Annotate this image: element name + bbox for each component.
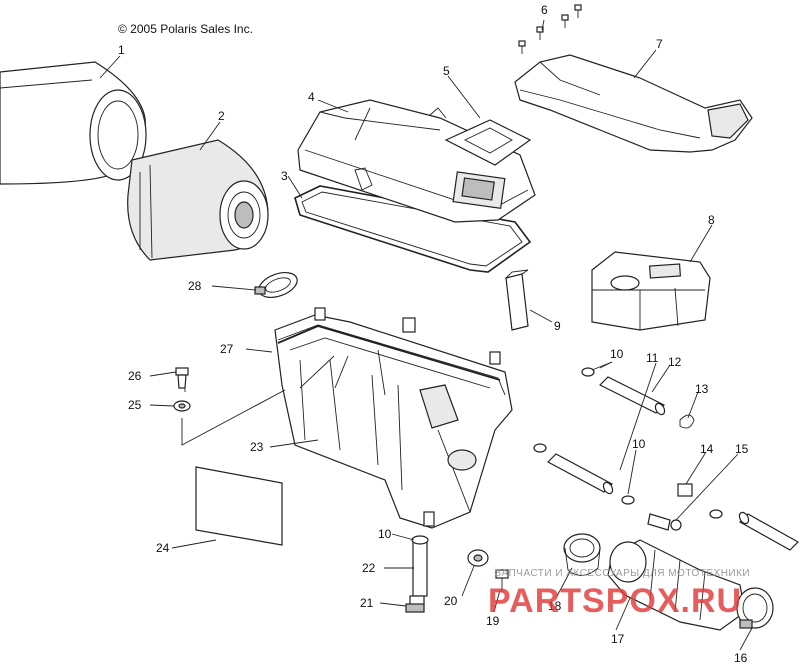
callout-24: 24 [156, 541, 170, 555]
part-6-screws [518, 4, 582, 54]
part-10-caps [533, 367, 723, 519]
leader-lines [99, 19, 753, 651]
part-26-push-rivet [175, 367, 189, 389]
callout-27: 27 [220, 342, 234, 356]
callout-23: 23 [250, 440, 264, 454]
callout-10-b: 10 [632, 437, 646, 451]
part-11-hose [547, 453, 614, 495]
callout-16: 16 [734, 651, 748, 665]
callout-numbers: 1 2 3 4 5 6 7 8 9 10 11 12 13 10 14 15 1… [118, 3, 749, 665]
part-20-grommet [467, 549, 489, 567]
part-1-prefilter-sleeve [0, 61, 147, 185]
callout-17: 17 [611, 632, 625, 646]
part-13-clip [679, 414, 695, 429]
callout-2: 2 [218, 109, 225, 123]
callout-1: 1 [118, 43, 125, 57]
callout-4: 4 [308, 90, 315, 104]
callout-14: 14 [700, 442, 714, 456]
callout-6: 6 [541, 3, 548, 17]
callout-10-c: 10 [378, 527, 392, 541]
callout-3: 3 [281, 169, 288, 183]
part-16-clamp [736, 587, 774, 629]
callout-9: 9 [554, 319, 561, 333]
callout-15: 15 [735, 442, 749, 456]
callout-10-a: 10 [610, 347, 624, 361]
part-2-air-filter [127, 139, 269, 261]
callout-19: 19 [486, 614, 500, 628]
part-18-coupler [563, 533, 601, 576]
watermark-tagline: ЗАПЧАСТИ И АКСЕССУАРЫ ДЛЯ МОТОТЕХНИКИ [495, 568, 751, 579]
part-25-washer [173, 400, 191, 412]
callout-26: 26 [128, 369, 142, 383]
part-27-housing-seal [277, 325, 501, 381]
part-15-fitting [647, 513, 682, 531]
part-12-hose [598, 376, 666, 416]
part-21-drain-plug [405, 595, 425, 613]
part-hose-right [738, 511, 799, 551]
part-24-decal [195, 466, 283, 546]
part-3-gasket [294, 185, 532, 273]
part-23-airbox-housing [274, 307, 513, 529]
callout-8: 8 [708, 213, 715, 227]
part-17-intake-boot [607, 539, 746, 631]
callout-18: 18 [548, 599, 562, 613]
part-5-cover-plate [444, 119, 532, 166]
callout-25: 25 [128, 398, 142, 412]
callout-12: 12 [668, 355, 682, 369]
part-7-intake-snorkel [514, 54, 753, 153]
callout-11: 11 [646, 351, 659, 365]
watermark-logo: PARTSPOX.RU [488, 582, 743, 620]
part-4-airbox-cover [297, 99, 536, 223]
part-22-drain-tube [411, 535, 429, 597]
callout-20: 20 [444, 594, 458, 608]
callout-28: 28 [188, 279, 202, 293]
callout-22: 22 [362, 561, 376, 575]
copyright-notice: © 2005 Polaris Sales Inc. [118, 22, 253, 36]
part-8-resonator [591, 251, 711, 331]
part-14-fitting [677, 483, 693, 497]
callout-5: 5 [443, 64, 450, 78]
part-28-hose-clamp [254, 272, 298, 298]
callout-21: 21 [360, 596, 374, 610]
part-19-screw [495, 569, 509, 592]
part-9-foam-block [505, 269, 529, 331]
callout-7: 7 [656, 37, 663, 51]
callout-13: 13 [695, 382, 709, 396]
